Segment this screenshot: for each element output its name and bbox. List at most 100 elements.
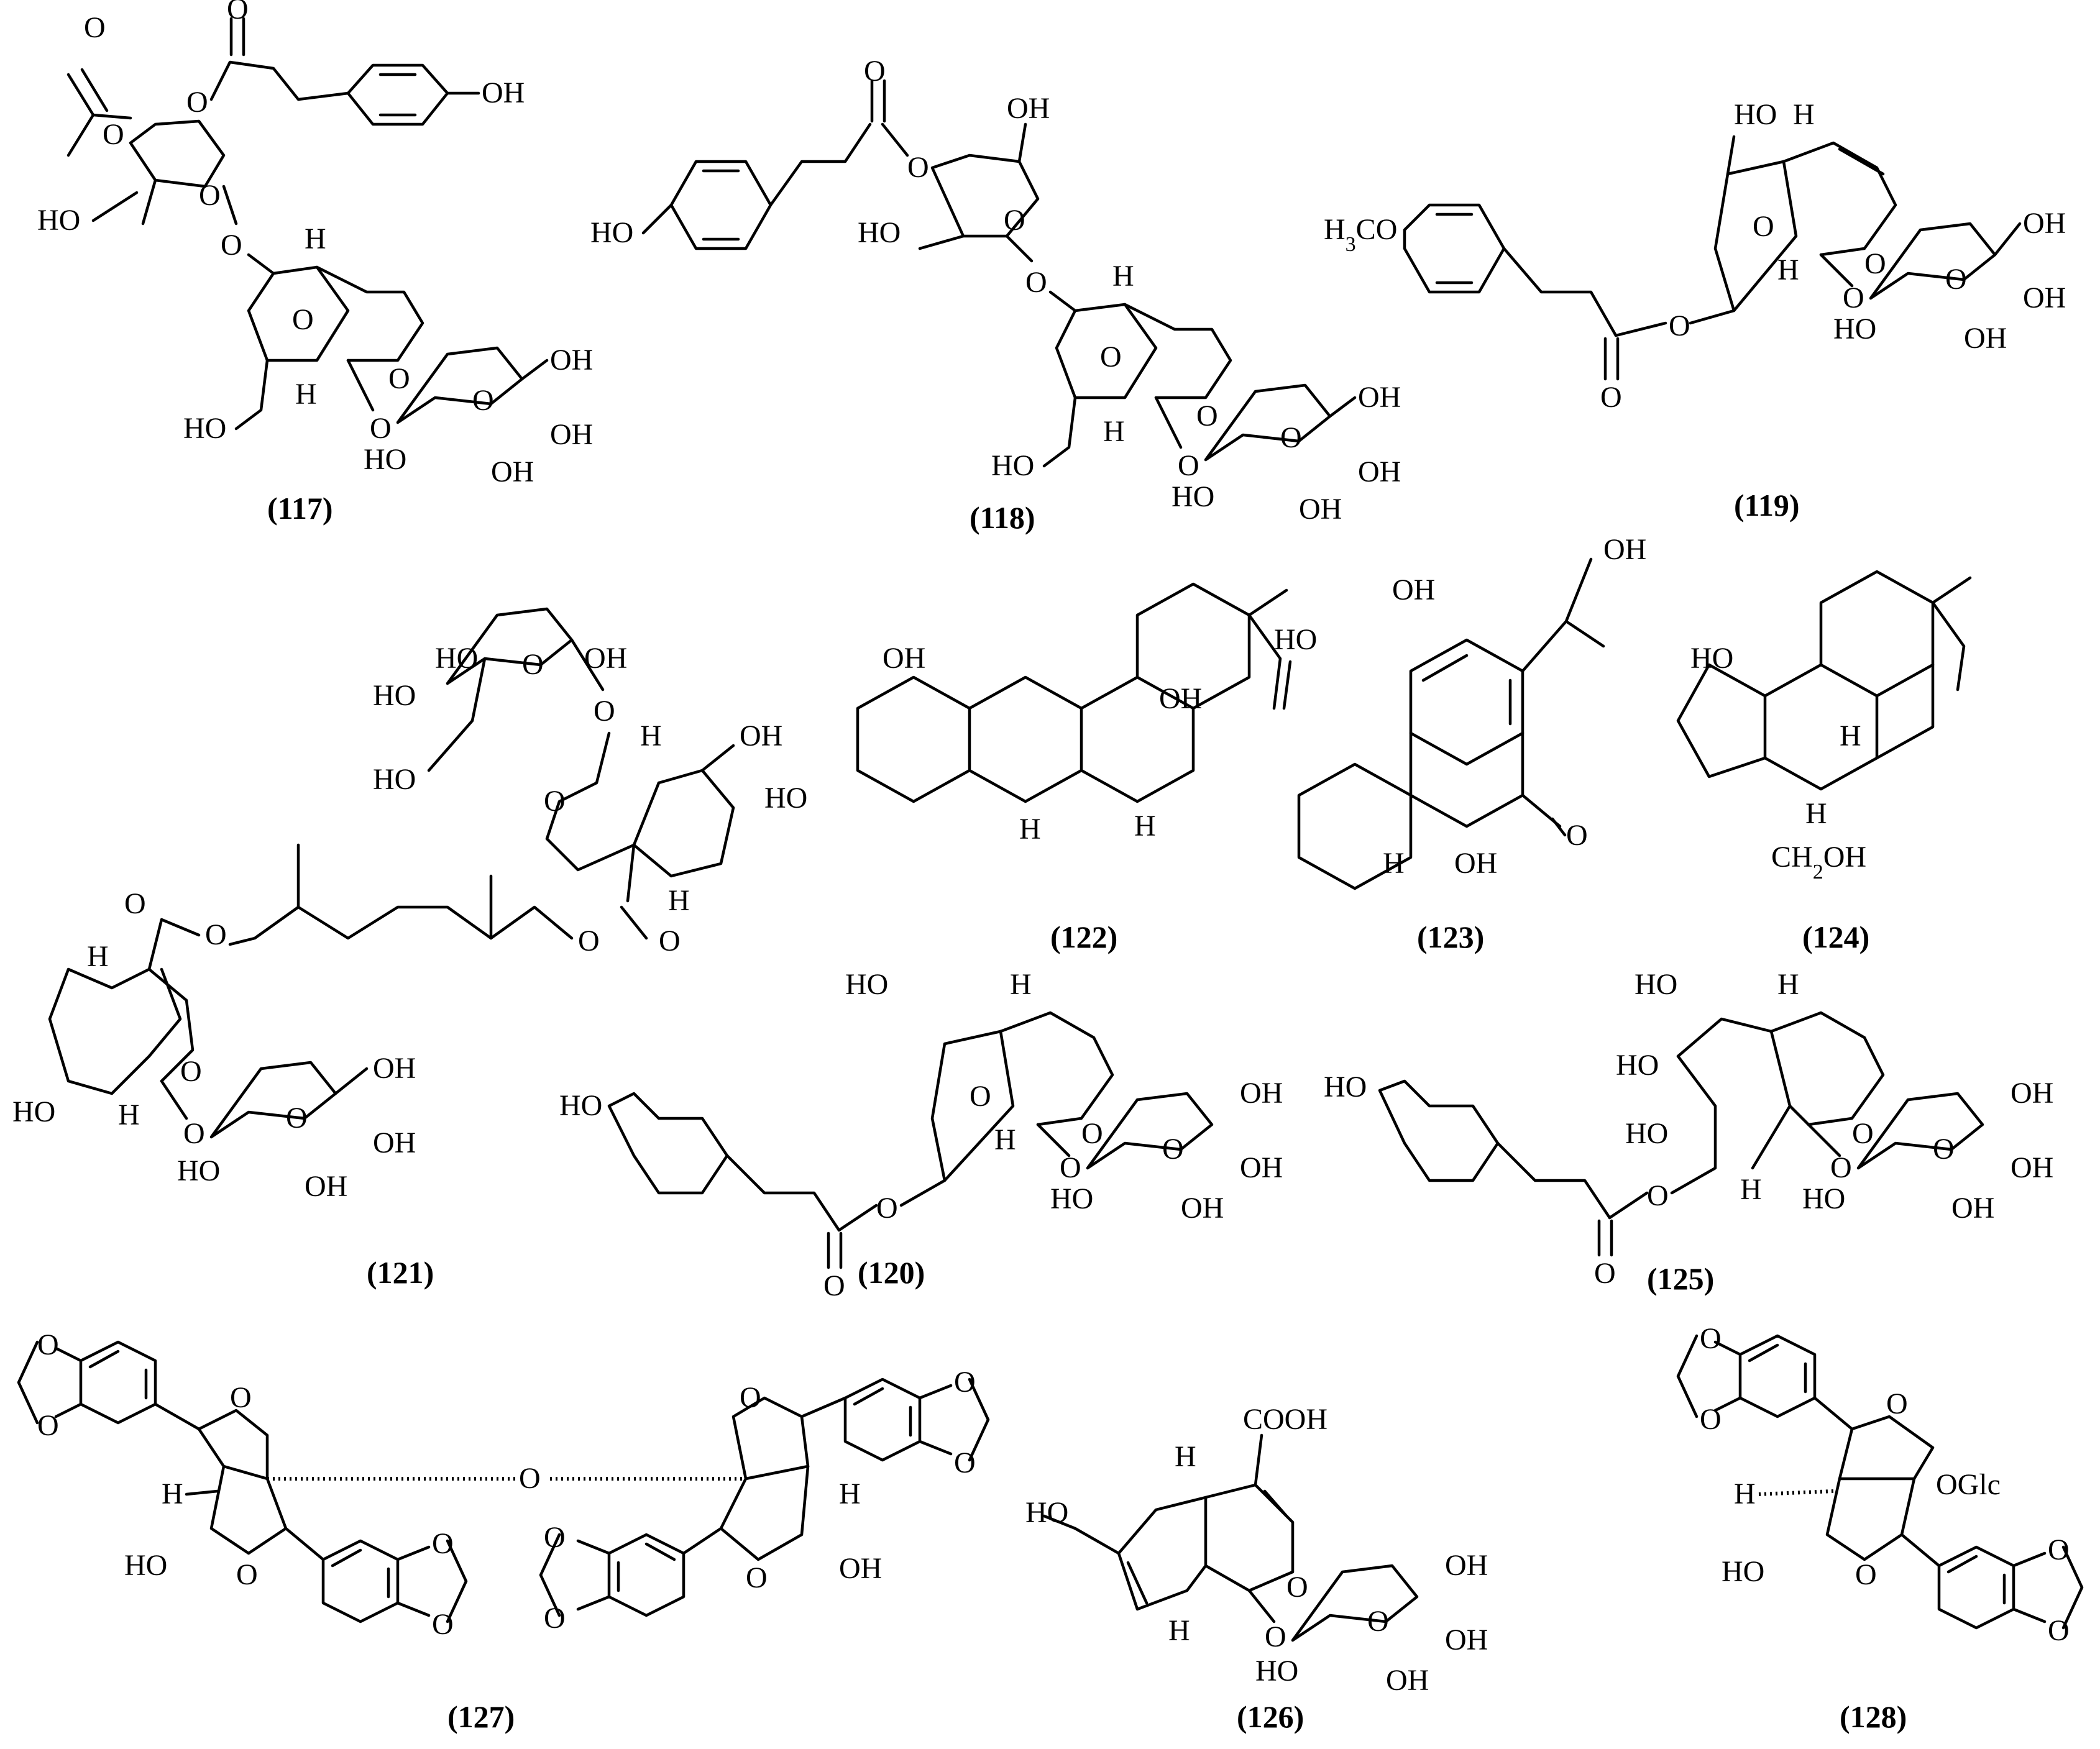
- atom-h: H: [640, 719, 662, 752]
- atom-ho: HO: [559, 1089, 602, 1122]
- atom-h: H: [1019, 813, 1041, 846]
- atom-ho: HO: [1635, 968, 1677, 1001]
- atom-h: H: [118, 1098, 140, 1131]
- atom-methoxy: H3CO: [1324, 213, 1397, 256]
- atom-h: H: [1175, 1440, 1196, 1473]
- atom-o: O: [199, 179, 221, 212]
- compound-label: (124): [1802, 920, 1869, 954]
- atom-hydroxymethyl: CH2OH: [1771, 841, 1866, 884]
- atom-h: H: [1112, 260, 1134, 293]
- atom-h: H: [1383, 847, 1405, 880]
- atom-h: H: [1168, 1614, 1190, 1647]
- compound-123: O OH HO OH H OH (123): [1274, 533, 1646, 954]
- atom-o: O: [286, 1102, 308, 1135]
- atom-o: O: [37, 1409, 59, 1442]
- atom-oh: OH: [839, 1552, 882, 1585]
- atom-ho: HO: [991, 449, 1034, 482]
- atom-o: O: [1286, 1571, 1308, 1604]
- atom-o: O: [1753, 210, 1774, 243]
- atom-o: O: [37, 1328, 59, 1361]
- atom-o: O: [659, 925, 681, 957]
- atom-oh: OH: [1240, 1077, 1283, 1110]
- atom-ho: HO: [1616, 1049, 1659, 1082]
- atom-ho: HO: [1625, 1117, 1668, 1150]
- atom-h: H: [1134, 810, 1156, 843]
- atom-o: O: [1060, 1151, 1081, 1184]
- atom-ho: HO: [364, 443, 406, 476]
- atom-h: H: [1734, 1477, 1756, 1510]
- atom-o: O: [954, 1366, 976, 1399]
- atom-o: O: [180, 1055, 202, 1088]
- atom-o: O: [1280, 421, 1302, 454]
- atom-oh: OH: [1964, 322, 2007, 355]
- atom-oh: OH: [1299, 493, 1342, 526]
- compound-label: (117): [267, 491, 333, 526]
- atom-o: O: [432, 1608, 454, 1641]
- compound-126: COOH O HO H H O O OH OH OH HO (126): [1025, 1403, 1488, 1734]
- atom-ho: HO: [1255, 1655, 1298, 1687]
- atom-o: O: [1196, 400, 1218, 432]
- atom-oh: OH: [1386, 1664, 1429, 1697]
- atom-o: O: [876, 1192, 898, 1225]
- atom-ho: HO: [1274, 623, 1317, 656]
- atom-h: H: [87, 940, 109, 973]
- compound-label: (125): [1647, 1261, 1714, 1296]
- atom-h: H: [668, 884, 690, 917]
- atom-ho: HO: [177, 1154, 220, 1187]
- atom-ho: HO: [1324, 1071, 1367, 1103]
- atom-oh: OH: [1445, 1623, 1488, 1656]
- atom-o: O: [1004, 204, 1025, 237]
- atom-ho: HO: [764, 782, 807, 815]
- atom-o: O: [186, 86, 208, 119]
- atom-glucoside: OGlc: [1936, 1468, 2001, 1501]
- atom-oh: OH: [1358, 455, 1401, 488]
- atom-oh: OH: [1159, 682, 1202, 715]
- atom-oh: OH: [305, 1170, 347, 1203]
- atom-o: O: [522, 648, 544, 681]
- atom-o: O: [1367, 1605, 1389, 1638]
- atom-o: O: [221, 229, 242, 262]
- atom-h: H: [1740, 1173, 1762, 1206]
- compound-label: (122): [1050, 920, 1117, 954]
- atom-oh: OH: [1603, 533, 1646, 566]
- atom-oh: OH: [373, 1126, 416, 1159]
- atom-ho: HO: [1025, 1496, 1068, 1529]
- atom-h: H: [305, 222, 326, 255]
- atom-ho: HO: [590, 216, 633, 249]
- atom-h: H: [1777, 253, 1799, 286]
- atom-ho: HO: [1050, 1182, 1093, 1215]
- compound-117: O O HO O O O OH O H O H O HO O O OH OH O…: [37, 0, 593, 526]
- atom-h: H: [1777, 968, 1799, 1001]
- atom-oh: OH: [2023, 207, 2066, 240]
- compound-label: (118): [970, 500, 1035, 535]
- atom-oh: OH: [1951, 1192, 1994, 1225]
- compound-128: O O O O H OGlc HO O O (128): [1676, 1322, 2084, 1734]
- atom-o: O: [594, 695, 615, 728]
- atom-ho: HO: [1734, 98, 1777, 131]
- atom-o: O: [1886, 1387, 1908, 1420]
- atom-o: O: [183, 1117, 205, 1150]
- compound-label: (123): [1417, 920, 1484, 954]
- atom-o: O: [864, 55, 886, 88]
- atom-oh: OH: [373, 1052, 416, 1085]
- atom-h: H: [839, 1477, 861, 1510]
- compound-124: HO H H CH2OH (124): [1676, 570, 1972, 954]
- atom-oh: OH: [550, 418, 593, 451]
- atom-o: O: [578, 925, 600, 957]
- compound-label: (120): [858, 1255, 925, 1290]
- atom-o: O: [1933, 1133, 1955, 1166]
- atom-ho: HO: [1802, 1182, 1845, 1215]
- atom-oh: OH: [1358, 381, 1401, 414]
- atom-oh: OH: [2023, 281, 2066, 314]
- atom-o: O: [519, 1462, 541, 1495]
- atom-oh: OH: [1240, 1151, 1283, 1184]
- compound-122: OH HO H H OH (122): [764, 582, 1292, 954]
- compound-label: (119): [1734, 488, 1800, 523]
- atom-o: O: [1700, 1322, 1722, 1355]
- atom-o: O: [1178, 449, 1199, 482]
- atom-o: O: [1265, 1620, 1286, 1653]
- atom-h: H: [1793, 98, 1815, 131]
- atom-oh: OH: [1445, 1549, 1488, 1582]
- atom-oh: OH: [2011, 1151, 2053, 1184]
